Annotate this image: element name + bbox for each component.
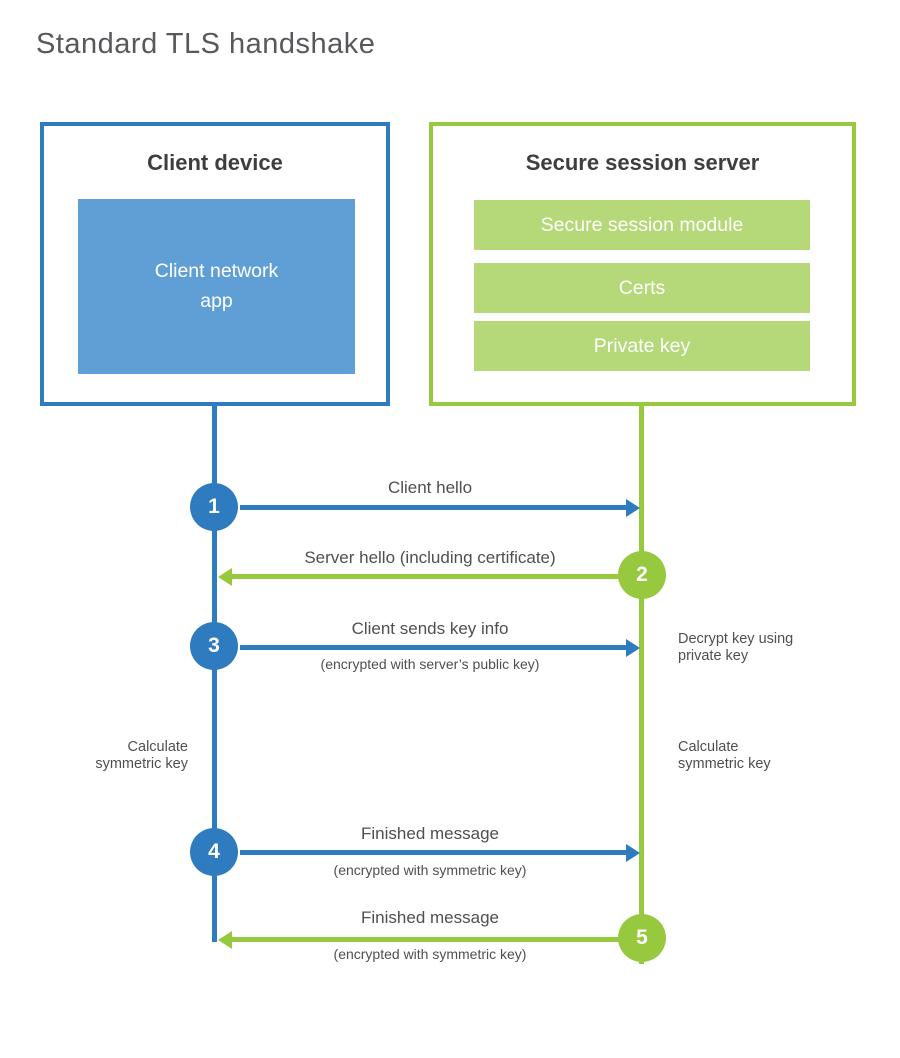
annotation-calculate-symmetric-key-client: Calculate symmetric key — [95, 739, 188, 773]
arrow-finished-client — [240, 843, 640, 862]
client-network-app-box: Client network app — [78, 199, 355, 374]
message-label-finished-client: Finished message — [361, 824, 499, 843]
message-sublabel-finished-server: (encrypted with symmetric key) — [333, 946, 527, 962]
client-lifeline — [212, 404, 217, 942]
message-label-finished-server: Finished message — [361, 908, 499, 927]
arrow-client-hello — [240, 498, 640, 517]
arrowhead-right-icon — [626, 498, 640, 517]
arrow-client-key-info — [240, 638, 640, 657]
message-label-client-hello: Client hello — [387, 478, 473, 497]
arrow-finished-server — [218, 930, 641, 949]
arrowhead-right-icon — [626, 638, 640, 657]
message-label-server-hello: Server hello (including certificate) — [304, 548, 556, 567]
message-sublabel-key-info: (encrypted with server’s public key) — [320, 656, 540, 672]
step-badge-2: 2 — [618, 551, 666, 599]
server-module-private-key: Private key — [474, 321, 810, 371]
annotation-calculate-symmetric-key-server: Calculate symmetric key — [678, 739, 771, 773]
server-title: Secure session server — [525, 150, 760, 175]
step-badge-3: 3 — [190, 622, 238, 670]
client-device-title: Client device — [147, 150, 283, 175]
server-module-secure-session: Secure session module — [474, 200, 810, 250]
message-label-key-info: Client sends key info — [351, 619, 509, 638]
annotation-decrypt-key: Decrypt key using private key — [678, 631, 794, 665]
server-lifeline — [639, 404, 644, 964]
step-badge-1: 1 — [190, 483, 238, 531]
arrow-server-hello — [218, 567, 641, 586]
page-title: Standard TLS handshake — [36, 28, 376, 60]
arrowhead-left-icon — [218, 930, 232, 949]
arrowhead-left-icon — [218, 567, 232, 586]
message-sublabel-finished-client: (encrypted with symmetric key) — [333, 862, 527, 878]
step-badge-5: 5 — [618, 914, 666, 962]
step-badge-4: 4 — [190, 828, 238, 876]
arrowhead-right-icon — [626, 843, 640, 862]
server-module-certs: Certs — [474, 263, 810, 313]
